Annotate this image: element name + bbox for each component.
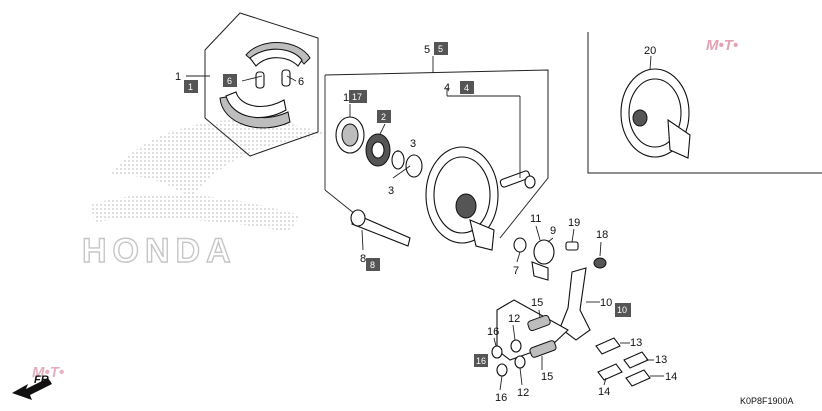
callout-1-seal: 1 xyxy=(343,92,349,104)
callout-13-a: 13 xyxy=(630,337,642,349)
part-box-16: 16 xyxy=(474,354,488,367)
callout-13-b: 13 xyxy=(655,354,667,366)
callout-16-a: 16 xyxy=(487,326,499,338)
callout-9: 9 xyxy=(550,225,556,237)
svg-text:16: 16 xyxy=(476,356,486,366)
callout-15-a: 15 xyxy=(531,297,543,309)
callout-3-a: 3 xyxy=(410,138,416,150)
inset-brake-panel xyxy=(587,32,822,174)
callout-11: 11 xyxy=(530,213,541,225)
svg-text:M•T•: M•T• xyxy=(706,37,738,54)
svg-text:2: 2 xyxy=(381,112,386,122)
part-box-5: 5 xyxy=(434,42,448,55)
spring-upper xyxy=(527,314,551,332)
callout-10: 10 xyxy=(600,297,612,309)
svg-text:5: 5 xyxy=(438,44,443,54)
part-box-17: 17 xyxy=(349,90,367,103)
diagram-code: K0P8F1900A xyxy=(740,396,794,406)
callout-15-b: 15 xyxy=(541,371,553,383)
honda-wing-watermark: HONDA xyxy=(81,119,330,271)
svg-text:17: 17 xyxy=(352,92,362,102)
svg-text:10: 10 xyxy=(617,305,627,315)
part-box-8: 8 xyxy=(366,258,380,271)
svg-text:8: 8 xyxy=(370,260,375,270)
callout-14-b: 14 xyxy=(665,371,677,383)
brake-arm-group xyxy=(491,237,651,387)
part-box-2: 2 xyxy=(377,110,391,123)
svg-text:6: 6 xyxy=(227,76,232,86)
svg-text:4: 4 xyxy=(464,83,469,93)
part-box-10: 10 xyxy=(615,303,631,317)
part-box-4: 4 xyxy=(460,81,474,94)
callout-1-top: 1 xyxy=(175,71,181,83)
callout-12-a: 12 xyxy=(508,313,520,325)
callout-7: 7 xyxy=(513,265,519,277)
callout-6: 6 xyxy=(298,76,304,88)
callout-3-b: 3 xyxy=(388,185,394,197)
callout-4: 4 xyxy=(444,82,450,94)
callout-19: 19 xyxy=(568,217,580,229)
callout-16-b: 16 xyxy=(495,392,507,404)
front-direction-arrow: FR. xyxy=(12,374,52,400)
callout-20: 20 xyxy=(644,45,656,57)
moto-logo-bottom-left: M•T• xyxy=(32,364,64,381)
callout-18: 18 xyxy=(596,229,608,241)
svg-text:FR.: FR. xyxy=(34,374,52,386)
spring-lower xyxy=(529,340,557,358)
honda-watermark-text: HONDA xyxy=(82,232,237,270)
part-box-6: 6 xyxy=(223,74,237,87)
part-box-1: 1 xyxy=(184,80,198,93)
brake-panel-group xyxy=(324,69,549,251)
brake-shoe-group xyxy=(204,12,319,157)
callout-5: 5 xyxy=(424,44,430,56)
callout-14-a: 14 xyxy=(598,386,610,398)
svg-text:1: 1 xyxy=(188,82,193,92)
moto-logo-top-right: M•T• xyxy=(706,37,738,54)
leader-lines xyxy=(186,55,664,391)
callout-12-b: 12 xyxy=(517,387,529,399)
callout-8: 8 xyxy=(360,253,366,265)
callout-labels: 1 1 6 6 5 5 4 4 1 17 2 3 3 8 xyxy=(175,42,677,404)
svg-text:M•T•: M•T• xyxy=(32,364,64,381)
